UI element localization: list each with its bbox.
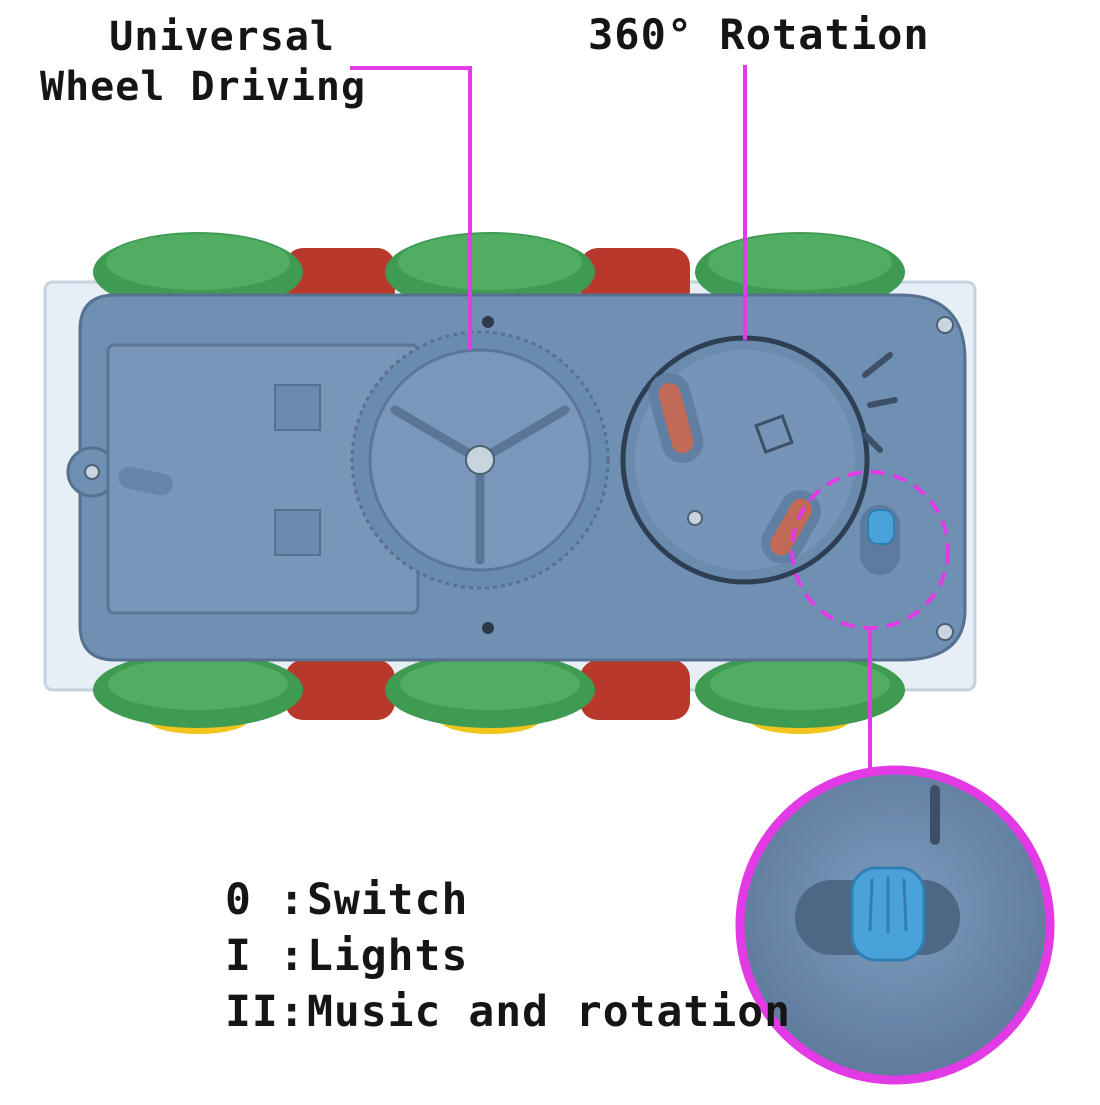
callout-universal-wheel [350, 66, 472, 350]
rotation-screw [687, 510, 703, 526]
mode-switch[interactable] [860, 505, 900, 575]
label-rotation: 360° Rotation [588, 10, 930, 59]
battery-mark-top [274, 384, 321, 431]
legend-code: I : [225, 931, 306, 981]
universal-wheel-screw [465, 445, 495, 475]
legend-code: 0 : [225, 875, 306, 925]
switch-zoom-detail [735, 765, 1055, 1085]
wheel-bottom-right [695, 652, 905, 734]
vent-slots [862, 352, 898, 453]
wheels-top [93, 232, 905, 312]
red-gear-top-left [285, 248, 395, 308]
label-universal-line1: Universal [109, 14, 335, 60]
switch-legend: 0 :Switch I :Lights II:Music and rotatio… [225, 872, 791, 1040]
wheel-bottom-left [93, 652, 303, 734]
rotation-center-mark [754, 414, 794, 454]
screw-bottom-right [936, 623, 954, 641]
screw-left [84, 464, 100, 480]
hole-top [482, 316, 494, 328]
red-gear-top-right [580, 248, 690, 308]
legend-meaning: Lights [307, 931, 469, 981]
screw-top-right [936, 316, 954, 334]
wheel-top-middle [385, 232, 595, 312]
label-universal-line2: Wheel Driving [40, 64, 367, 110]
wheel-top-left [93, 232, 303, 312]
legend-row-music: II:Music and rotation [225, 984, 791, 1040]
wheel-top-right [695, 232, 905, 312]
legend-row-lights: I :Lights [225, 928, 791, 984]
universal-wheel [350, 330, 610, 590]
label-universal-wheel: Universal Wheel Driving [40, 12, 365, 112]
red-gear-bottom-right [580, 660, 690, 720]
rotation-slot-upper [658, 382, 694, 454]
hole-bottom [482, 622, 494, 634]
red-gear-bottom-left [285, 660, 395, 720]
wheel-bottom-middle [385, 652, 595, 734]
callout-lines [350, 65, 872, 775]
legend-code: II: [225, 987, 306, 1037]
legend-meaning: Switch [307, 875, 469, 925]
legend-meaning: Music and rotation [307, 987, 791, 1037]
red-gears [285, 248, 690, 720]
battery-cover-grip [118, 466, 173, 496]
battery-mark-bottom [274, 509, 321, 556]
wheels-bottom [93, 652, 905, 734]
rotation-disc [620, 335, 870, 585]
legend-row-switch: 0 :Switch [225, 872, 791, 928]
